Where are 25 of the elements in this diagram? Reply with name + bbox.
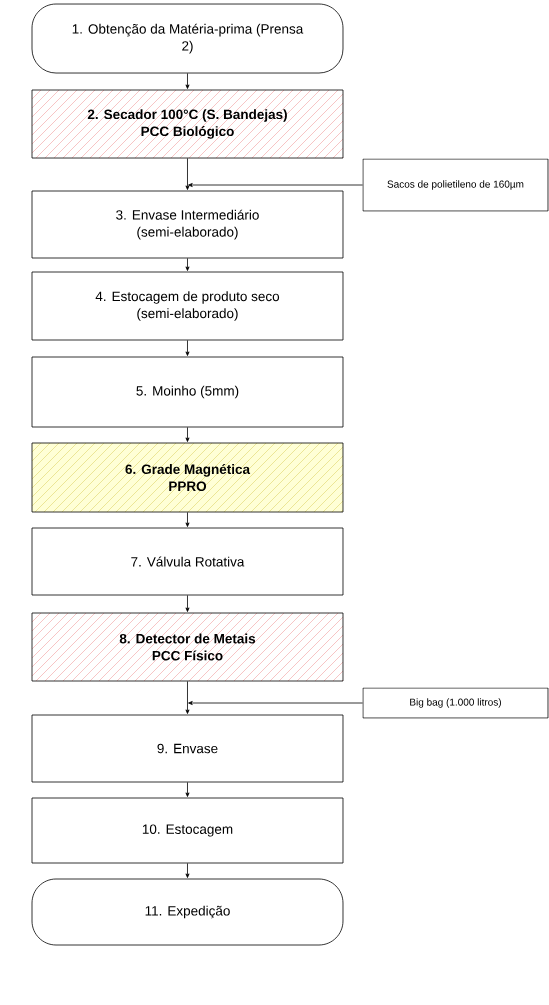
arrow bbox=[185, 681, 190, 714]
arrow bbox=[185, 158, 190, 190]
arrow bbox=[185, 427, 190, 442]
arrow bbox=[185, 782, 190, 797]
process-box: 5. Moinho (5mm) bbox=[31, 356, 344, 428]
material-box: Big bag (1.000 litros) bbox=[362, 687, 549, 719]
arrow bbox=[185, 512, 190, 527]
process-box: 7. Válvula Rotativa bbox=[31, 527, 344, 596]
arrow bbox=[185, 340, 190, 356]
process-box: 9. Envase bbox=[31, 714, 344, 783]
process-box: 3. Envase Intermediário (semi-elaborado) bbox=[31, 190, 344, 259]
hatched-box: 2. Secador 100°C (S. Bandejas) PCC Biológico bbox=[31, 89, 344, 159]
process-box: 4. Estocagem de produto seco (semi-elaborado) bbox=[31, 271, 344, 341]
arrow bbox=[185, 258, 190, 271]
process-box: 10. Estocagem bbox=[31, 797, 344, 864]
material-box: Sacos de polietileno de 160µm bbox=[362, 158, 549, 212]
arrow bbox=[185, 73, 190, 89]
arrow bbox=[188, 183, 363, 187]
hatched-box: 6. Grade Magnética PPRO bbox=[31, 442, 344, 513]
hatched-box: 8. Detector de Metais PCC Físico bbox=[31, 612, 344, 682]
terminal-box: 11. Expedição bbox=[31, 878, 344, 946]
arrow bbox=[185, 863, 190, 878]
terminal-box: 1. Obtenção da Matéria-prima (Prensa 2) bbox=[31, 3, 344, 74]
arrow bbox=[188, 701, 363, 705]
arrow bbox=[185, 595, 190, 612]
